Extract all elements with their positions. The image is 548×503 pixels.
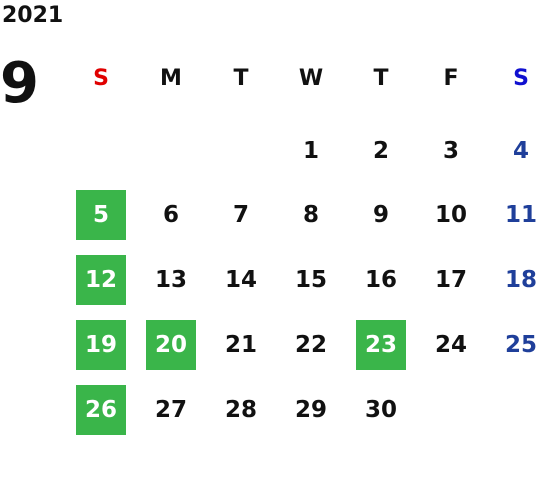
weekday-wednesday: W: [298, 66, 324, 91]
day-cell-3[interactable]: 3: [442, 138, 459, 164]
day-cell-20[interactable]: 20: [146, 320, 196, 370]
weekday-saturday: S: [513, 66, 529, 91]
day-cell-1[interactable]: 1: [302, 138, 319, 164]
year-label: 2021: [2, 3, 64, 28]
day-cell-17[interactable]: 17: [434, 267, 467, 293]
day-cell-26[interactable]: 26: [76, 385, 126, 435]
day-cell-7[interactable]: 7: [232, 202, 249, 228]
day-cell-16[interactable]: 16: [364, 267, 397, 293]
day-cell-11[interactable]: 11: [504, 202, 537, 228]
day-cell-2[interactable]: 2: [372, 138, 389, 164]
day-cell-23[interactable]: 23: [356, 320, 406, 370]
day-cell-13[interactable]: 13: [154, 267, 187, 293]
day-cell-30[interactable]: 30: [364, 397, 397, 423]
day-cell-8[interactable]: 8: [302, 202, 319, 228]
day-cell-18[interactable]: 18: [504, 267, 537, 293]
day-cell-15[interactable]: 15: [294, 267, 327, 293]
day-cell-29[interactable]: 29: [294, 397, 327, 423]
weekday-thursday: T: [373, 66, 389, 91]
day-cell-24[interactable]: 24: [434, 332, 467, 358]
day-cell-27[interactable]: 27: [154, 397, 187, 423]
day-cell-22[interactable]: 22: [294, 332, 327, 358]
month-number: 9: [0, 51, 39, 116]
day-cell-28[interactable]: 28: [224, 397, 257, 423]
weekday-tuesday: T: [233, 66, 249, 91]
day-cell-4[interactable]: 4: [512, 138, 529, 164]
weekday-monday: M: [160, 66, 182, 91]
day-cell-19[interactable]: 19: [76, 320, 126, 370]
weekday-sunday: S: [93, 66, 109, 91]
day-cell-12[interactable]: 12: [76, 255, 126, 305]
day-cell-5[interactable]: 5: [76, 190, 126, 240]
day-cell-6[interactable]: 6: [162, 202, 179, 228]
day-cell-14[interactable]: 14: [224, 267, 257, 293]
weekday-friday: F: [443, 66, 459, 91]
day-cell-25[interactable]: 25: [504, 332, 537, 358]
day-cell-10[interactable]: 10: [434, 202, 467, 228]
day-cell-21[interactable]: 21: [224, 332, 257, 358]
day-cell-9[interactable]: 9: [372, 202, 389, 228]
